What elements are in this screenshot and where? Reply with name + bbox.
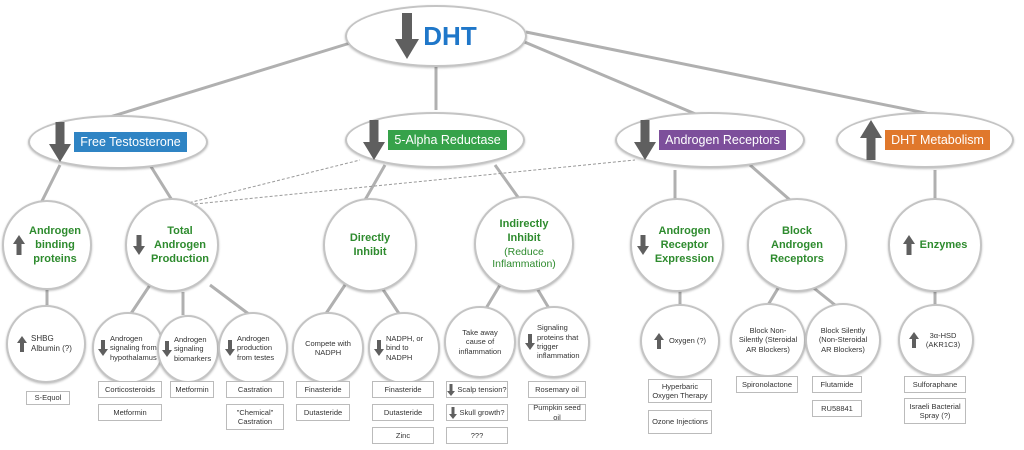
directly-inhibit-node: Directly Inhibit: [323, 198, 417, 292]
shbg-label: SHBG: [31, 334, 54, 343]
signaling-proteins-node: Signaling proteins that trigger inflamma…: [518, 306, 590, 378]
rosemary-oil-box: Rosemary oil: [528, 381, 586, 398]
enzymes-node: Enzymes: [888, 198, 982, 292]
shbg-albumin-text: SHBG Albumin (?): [31, 334, 75, 354]
block-non-silently-node: Block Non-Silently (Steroidal AR Blocker…: [730, 303, 806, 377]
spironolactone-box: Spironolactone: [736, 376, 798, 393]
oxygen-node: Oxygen (?): [640, 304, 720, 378]
total-androgen-production-label: Total Androgen Production: [150, 224, 210, 266]
take-away-inflammation-node: Take away cause of inflammation: [444, 306, 516, 378]
hypothalamus-signaling-node: Androgen signaling from hypothalamus: [92, 312, 164, 384]
oxygen-label: Oxygen (?): [668, 336, 707, 346]
metformin-box: Metformin: [170, 381, 214, 398]
signaling-biomarkers-node: Androgen signaling biomarkers: [157, 315, 219, 383]
up-arrow-icon: [860, 120, 883, 160]
androgen-receptor-expression-label: Androgen Receptor Expression: [654, 224, 715, 266]
free-testosterone-label: Free Testosterone: [74, 132, 187, 152]
down-arrow-icon: [395, 13, 420, 59]
dht-metabolism-node: DHT Metabolism: [836, 112, 1014, 168]
up-arrow-icon: [909, 332, 919, 348]
s-equol-box: S-Equol: [26, 391, 70, 405]
reduce-inflammation-label: (Reduce Inflammation): [492, 245, 556, 271]
block-androgen-receptors-node: Block Androgen Receptors: [747, 198, 847, 292]
androgen-binding-proteins-node: Androgen binding proteins: [2, 200, 92, 290]
zinc-box: Zinc: [372, 427, 434, 444]
castration-box: Castration: [226, 381, 284, 398]
hypothalamus-signaling-label: Androgen signaling from hypothalamus: [110, 333, 157, 362]
down-arrow-icon: [447, 383, 456, 396]
androgen-binding-proteins-label: Androgen binding proteins: [29, 224, 81, 266]
block-non-silently-label: Block Non-Silently (Steroidal AR Blocker…: [738, 325, 798, 354]
signaling-proteins-label: Signaling proteins that trigger inflamma…: [537, 323, 580, 361]
directly-inhibit-label: Directly Inhibit: [349, 231, 391, 258]
5-alpha-reductase-label: 5-Alpha Reductase: [388, 130, 507, 150]
dht-metabolism-label: DHT Metabolism: [885, 130, 990, 150]
down-arrow-icon: [363, 120, 386, 160]
androgen-receptors-node: Androgen Receptors: [615, 112, 805, 168]
skull-growth-box: Skull growth?: [446, 404, 508, 421]
3a-hsd-node: 3α-HSD (AKR1C3): [898, 304, 974, 376]
block-silently-label: Block Silently (Non-Steroidal AR Blocker…: [818, 325, 868, 354]
shbg-albumin-node: SHBG Albumin (?): [6, 305, 86, 383]
up-arrow-icon: [17, 336, 27, 352]
ozone-injections-box: Ozone Injections: [648, 410, 712, 434]
compete-nadph-node: Compete with NADPH: [292, 312, 364, 384]
ru58841-box: RU58841: [812, 400, 862, 417]
down-arrow-icon: [225, 340, 235, 356]
block-androgen-receptors-label: Block Androgen Receptors: [770, 224, 824, 266]
skull-growth-label: Skull growth?: [459, 407, 505, 417]
free-testosterone-node: Free Testosterone: [28, 115, 208, 169]
scalp-tension-box: Scalp tension?: [446, 381, 508, 398]
dht-label: DHT: [423, 20, 477, 51]
unknown-box: ???: [446, 427, 508, 444]
israeli-bacterial-spray-box: Israeli Bacterial Spray (?): [904, 398, 966, 424]
take-away-inflammation-label: Take away cause of inflammation: [458, 327, 502, 356]
down-arrow-icon: [449, 406, 458, 419]
nadph-bind-node: NADPH, or bind to NADPH: [368, 312, 440, 384]
enzymes-label: Enzymes: [919, 238, 968, 251]
down-arrow-icon: [133, 235, 145, 255]
indirectly-inhibit-node: Indirectly Inhibit (Reduce Inflammation): [474, 196, 574, 292]
down-arrow-icon: [374, 340, 384, 356]
metformin-box: Metformin: [98, 404, 162, 421]
pumpkin-seed-oil-box: Pumpkin seed oil: [528, 403, 586, 422]
down-arrow-icon: [636, 235, 649, 255]
hyperbaric-oxygen-box: Hyperbaric Oxygen Therapy: [648, 379, 712, 403]
flutamide-box: Flutamide: [812, 376, 862, 393]
corticosteroids-box: Corticosteroids: [98, 381, 162, 398]
sulforaphane-box: Sulforaphane: [904, 376, 966, 393]
finasteride-box: Finasteride: [296, 381, 350, 398]
up-arrow-icon: [13, 235, 25, 255]
down-arrow-icon: [525, 334, 535, 350]
5-alpha-reductase-node: 5-Alpha Reductase: [345, 112, 525, 168]
total-androgen-production-node: Total Androgen Production: [125, 198, 219, 292]
signaling-biomarkers-label: Androgen signaling biomarkers: [174, 334, 212, 363]
androgen-receptors-label: Androgen Receptors: [659, 130, 786, 150]
up-arrow-icon: [653, 333, 664, 349]
down-arrow-icon: [98, 340, 108, 356]
block-silently-node: Block Silently (Non-Steroidal AR Blocker…: [805, 303, 881, 377]
compete-nadph-label: Compete with NADPH: [305, 338, 351, 357]
androgen-receptor-expression-node: Androgen Receptor Expression: [630, 198, 724, 292]
down-arrow-icon: [49, 122, 72, 162]
dutasteride-box: Dutasteride: [296, 404, 350, 421]
down-arrow-icon: [634, 120, 657, 160]
albumin-label: Albumin (?): [31, 344, 72, 353]
chemical-castration-box: "Chemical" Castration: [226, 404, 284, 430]
scalp-tension-label: Scalp tension?: [457, 384, 507, 394]
finasteride-box: Finasteride: [372, 381, 434, 398]
testes-production-node: Androgen production from testes: [218, 312, 288, 384]
dutasteride-box: Dutasteride: [372, 404, 434, 421]
testes-production-label: Androgen production from testes: [237, 333, 275, 362]
nadph-bind-label: NADPH, or bind to NADPH: [386, 333, 424, 362]
3a-hsd-label: 3α-HSD (AKR1C3): [925, 330, 961, 349]
dht-node: DHT: [345, 5, 527, 67]
down-arrow-icon: [162, 341, 172, 357]
up-arrow-icon: [902, 235, 915, 255]
indirectly-inhibit-label: Indirectly Inhibit: [499, 218, 549, 245]
